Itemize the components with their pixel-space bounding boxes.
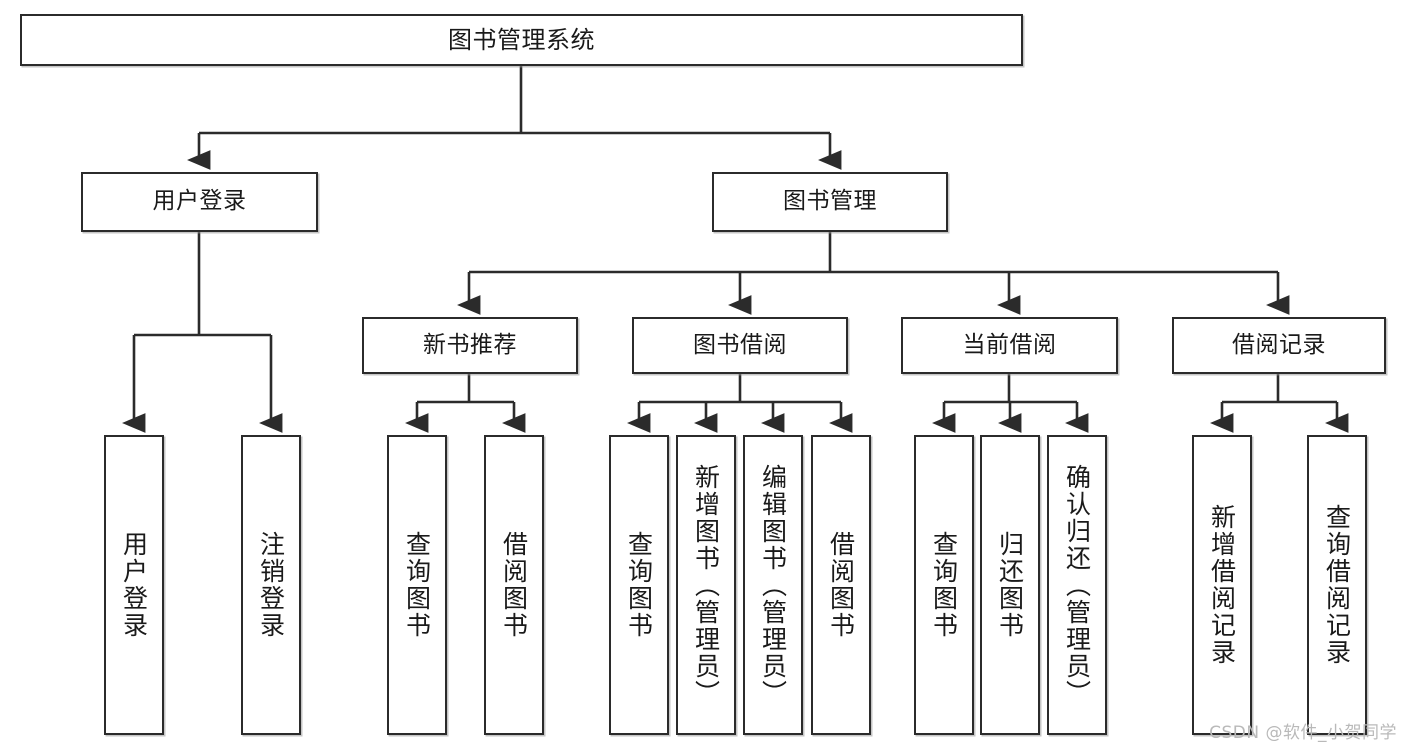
node-label: 新书推荐	[423, 331, 517, 358]
watermark: CSDN @软件_小贺同学	[1209, 723, 1397, 743]
node-label: 确认归还（管理员）	[1062, 463, 1092, 707]
node-book-borrow[interactable]: 图书借阅	[632, 317, 848, 374]
node-label: 借阅图书	[499, 531, 529, 639]
node-label: 查询图书	[929, 531, 959, 639]
leaf-query-borrow-record[interactable]: 查询借阅记录	[1307, 435, 1367, 735]
node-label: 借阅记录	[1232, 331, 1326, 358]
leaf-edit-book-admin[interactable]: 编辑图书（管理员）	[743, 435, 803, 735]
node-label: 借阅图书	[826, 531, 856, 639]
node-label: 查询图书	[624, 531, 654, 639]
node-label: 图书借阅	[693, 331, 787, 358]
node-label: 查询借阅记录	[1322, 504, 1352, 666]
leaf-borrow-book-recommend[interactable]: 借阅图书	[484, 435, 544, 735]
leaf-user-login[interactable]: 用户登录	[104, 435, 164, 735]
node-user-login[interactable]: 用户登录	[81, 172, 318, 232]
node-borrow-record[interactable]: 借阅记录	[1172, 317, 1386, 374]
node-label: 编辑图书（管理员）	[758, 463, 788, 707]
node-label: 图书管理系统	[448, 25, 595, 54]
leaf-user-logout[interactable]: 注销登录	[241, 435, 301, 735]
leaf-query-book-current[interactable]: 查询图书	[914, 435, 974, 735]
node-label: 查询图书	[402, 531, 432, 639]
node-root-book-management-system[interactable]: 图书管理系统	[20, 14, 1023, 66]
leaf-query-book-recommend[interactable]: 查询图书	[387, 435, 447, 735]
leaf-return-book[interactable]: 归还图书	[980, 435, 1040, 735]
node-book-management[interactable]: 图书管理	[712, 172, 948, 232]
node-current-borrow[interactable]: 当前借阅	[901, 317, 1118, 374]
node-label: 新增图书（管理员）	[691, 463, 721, 707]
node-label: 用户登录	[119, 531, 149, 639]
leaf-query-book-borrow[interactable]: 查询图书	[609, 435, 669, 735]
node-new-book-recommend[interactable]: 新书推荐	[362, 317, 578, 374]
node-label: 注销登录	[256, 531, 286, 639]
leaf-add-borrow-record[interactable]: 新增借阅记录	[1192, 435, 1252, 735]
leaf-confirm-return-admin[interactable]: 确认归还（管理员）	[1047, 435, 1107, 735]
node-label: 新增借阅记录	[1207, 504, 1237, 666]
node-label: 图书管理	[783, 188, 877, 215]
node-label: 用户登录	[152, 188, 247, 215]
node-label: 当前借阅	[962, 331, 1057, 358]
leaf-add-book-admin[interactable]: 新增图书（管理员）	[676, 435, 736, 735]
leaf-borrow-book-borrow[interactable]: 借阅图书	[811, 435, 871, 735]
node-label: 归还图书	[995, 531, 1025, 639]
